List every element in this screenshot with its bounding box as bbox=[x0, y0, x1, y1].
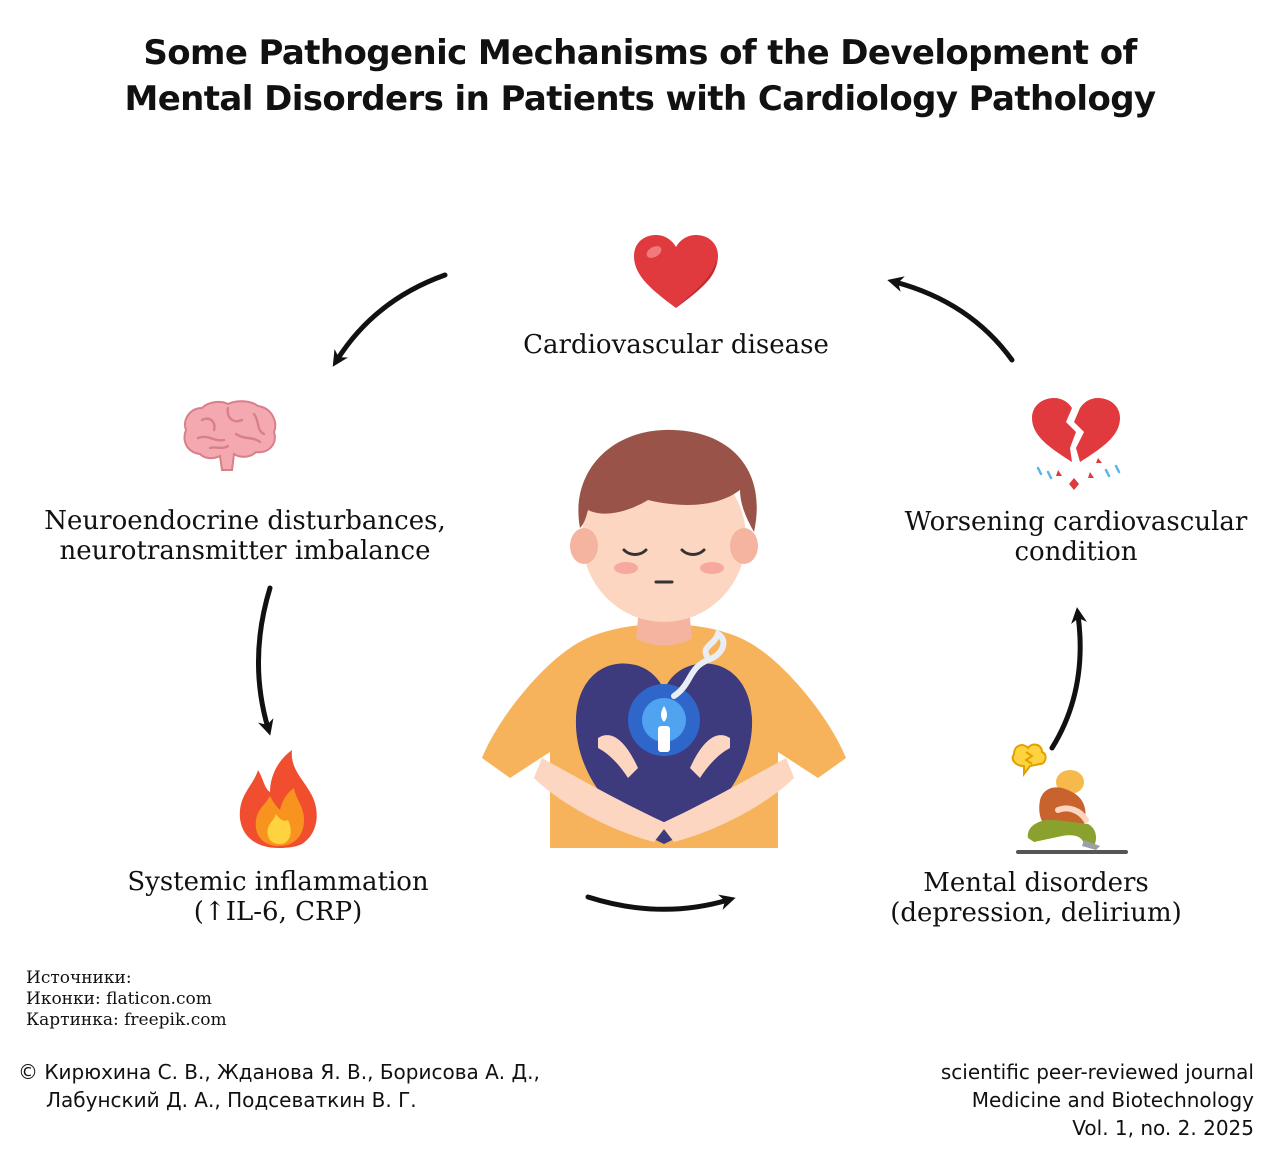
fire-icon bbox=[239, 750, 317, 848]
mental-label: Mental disorders (depression, delirium) bbox=[890, 868, 1182, 928]
hair bbox=[578, 429, 757, 532]
sad-person-icon bbox=[1011, 743, 1128, 854]
neuro-label: Neuroendocrine disturbances, neurotransm… bbox=[44, 506, 446, 566]
journal-line-2: Medicine and Biotechnology bbox=[971, 1088, 1254, 1112]
arrow-worsening-to-cardio bbox=[887, 276, 1015, 363]
sources-picture: Картинка: freepik.com bbox=[26, 1010, 227, 1030]
authors-credit: © Кирюхина С. В., Жданова Я. В., Борисов… bbox=[18, 1058, 540, 1114]
journal-line-1: scientific peer-reviewed journal bbox=[940, 1060, 1254, 1084]
page-title: Some Pathogenic Mechanisms of the Develo… bbox=[0, 30, 1280, 122]
broken-heart-icon bbox=[1032, 398, 1121, 490]
arrow-neuro-to-inflammation bbox=[255, 585, 274, 736]
title-line-1: Some Pathogenic Mechanisms of the Develo… bbox=[143, 33, 1137, 73]
sources-heading: Источники: bbox=[26, 968, 132, 988]
worsening-label: Worsening cardiovascular condition bbox=[904, 507, 1248, 567]
inflammation-label: Systemic inflammation (↑IL-6, CRP) bbox=[127, 867, 429, 927]
arrow-mental-to-worsening bbox=[1049, 607, 1087, 751]
arrow-cardio-to-neuro bbox=[332, 272, 448, 367]
boy-illustration bbox=[482, 429, 846, 848]
cardio-label: Cardiovascular disease bbox=[523, 330, 829, 360]
heart-icon bbox=[634, 235, 718, 308]
arrow-inflammation-to-mental bbox=[585, 894, 736, 912]
authors-line-1: © Кирюхина С. В., Жданова Я. В., Борисов… bbox=[18, 1060, 540, 1084]
authors-line-2: Лабунский Д. А., Подсеваткин В. Г. bbox=[46, 1088, 417, 1112]
journal-info: scientific peer-reviewed journal Medicin… bbox=[941, 1058, 1254, 1142]
sources-icons: Иконки: flaticon.com bbox=[26, 989, 212, 1009]
brain-icon bbox=[183, 400, 277, 471]
journal-line-3: Vol. 1, no. 2. 2025 bbox=[1072, 1116, 1254, 1140]
sources-note: Источники: Иконки: flaticon.com Картинка… bbox=[26, 968, 227, 1031]
title-line-2: Mental Disorders in Patients with Cardio… bbox=[124, 79, 1156, 119]
